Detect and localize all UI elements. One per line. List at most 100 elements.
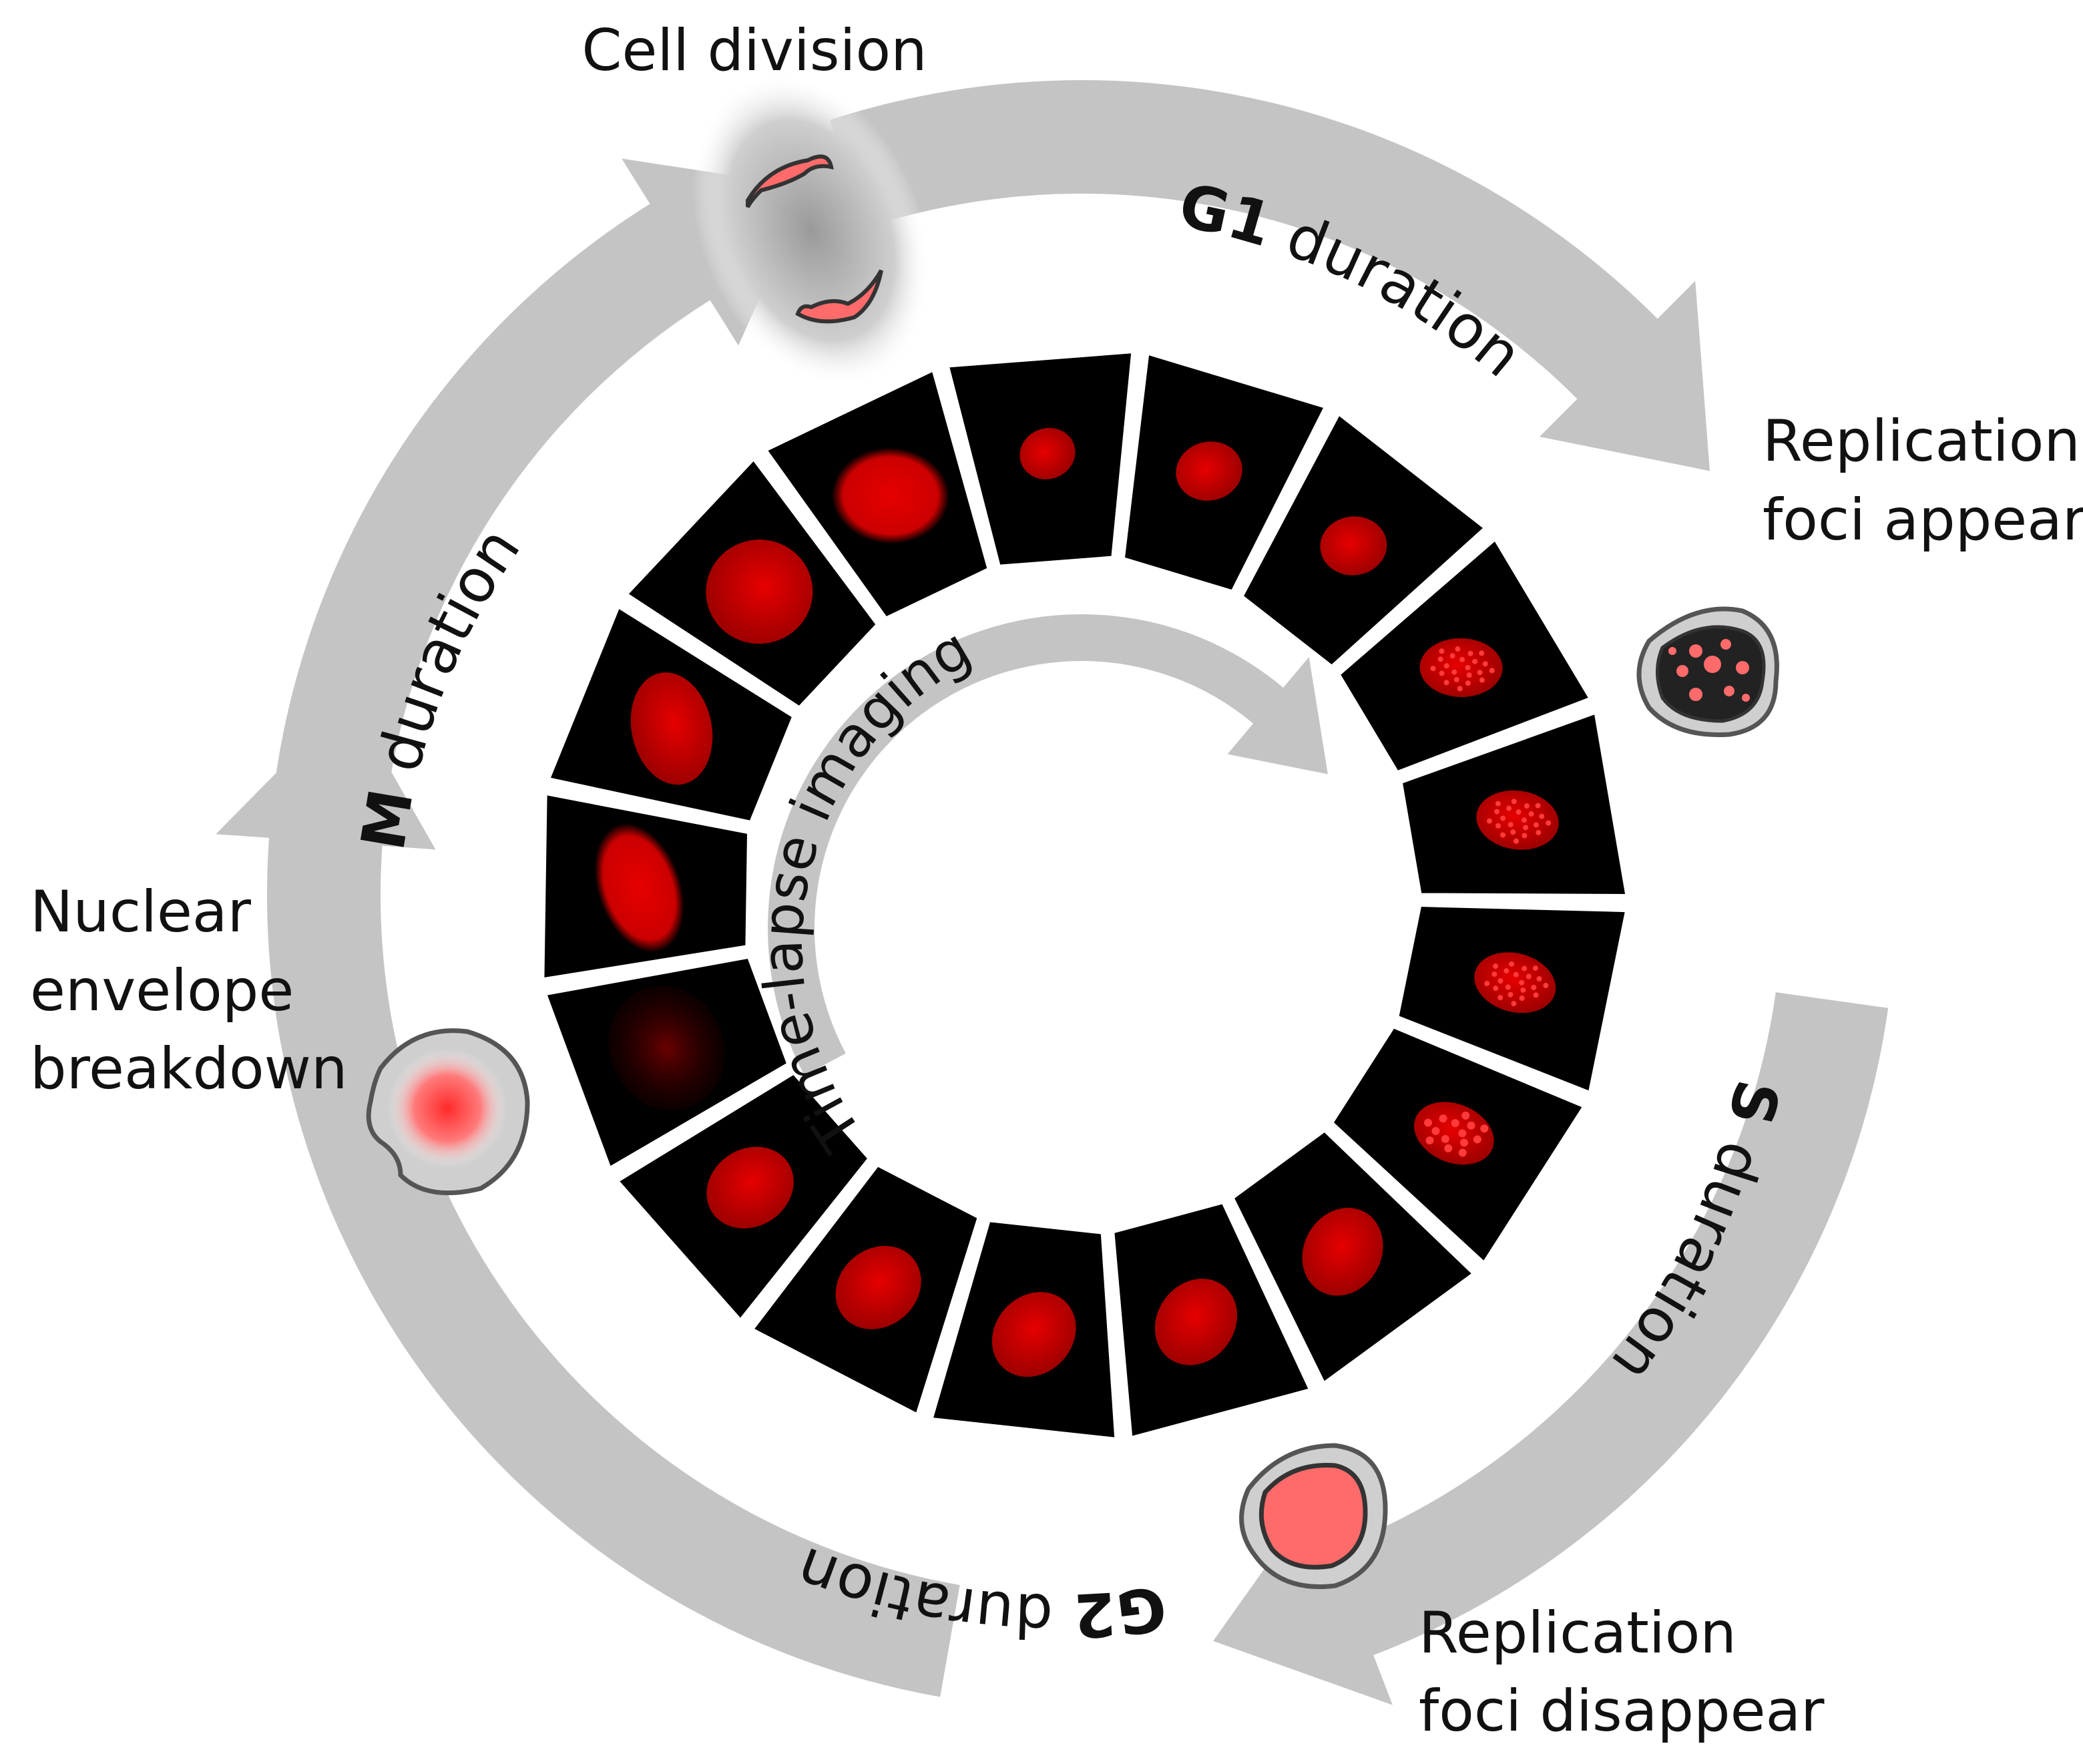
nucleus bbox=[1302, 1207, 1383, 1296]
replication-focus bbox=[1543, 983, 1549, 989]
replication-focus bbox=[1441, 1134, 1449, 1143]
replication-focus bbox=[1536, 976, 1542, 982]
replication-focus bbox=[1523, 825, 1529, 831]
replication-focus bbox=[1459, 656, 1465, 662]
time-lapse-frame bbox=[1395, 705, 1633, 901]
time-lapse-frame bbox=[537, 787, 754, 985]
replication-focus bbox=[1439, 670, 1445, 676]
nuclear-envelope-label-line1: Nuclear bbox=[30, 879, 252, 945]
S-arrow bbox=[1213, 992, 1889, 1705]
time-lapse-frame bbox=[541, 599, 800, 829]
time-lapse-arrow bbox=[767, 614, 1328, 1076]
m-arrow bbox=[270, 158, 811, 834]
replication-focus bbox=[1449, 653, 1455, 659]
replication-focus bbox=[1506, 805, 1512, 811]
replication-focus bbox=[1473, 1135, 1481, 1144]
replication-focus bbox=[1508, 822, 1514, 828]
time-lapse-frame bbox=[1118, 347, 1333, 598]
replication-focus bbox=[1519, 979, 1525, 985]
replication-focus bbox=[1479, 677, 1485, 683]
replication-focus bbox=[1532, 965, 1538, 971]
replication-focus bbox=[1491, 971, 1497, 977]
replication-focus bbox=[1465, 680, 1471, 686]
replication-foci-appear-label-line2: foci appear bbox=[1763, 487, 2083, 554]
replication-focus bbox=[1444, 1144, 1453, 1152]
replication-focus bbox=[1437, 656, 1443, 662]
replication-focus bbox=[1497, 978, 1503, 984]
replication-focus bbox=[1495, 823, 1501, 829]
replication-focus bbox=[1455, 646, 1461, 652]
phase-arrows bbox=[216, 80, 1889, 1705]
replication-focus bbox=[1461, 1111, 1470, 1120]
nucleus bbox=[991, 1292, 1076, 1377]
replication-focus bbox=[1497, 995, 1503, 1001]
time-lapse-frame bbox=[618, 451, 885, 714]
time-lapse-frame bbox=[1391, 899, 1633, 1100]
replication-foci-disappear-label-line2: foci disappear bbox=[1419, 1678, 1825, 1745]
replication-focus bbox=[1489, 668, 1495, 674]
replication-focus bbox=[1522, 833, 1528, 839]
replication-focus bbox=[1519, 995, 1525, 1001]
time-lapse-frame bbox=[1332, 531, 1598, 779]
nucleus bbox=[630, 672, 713, 785]
replication-focus bbox=[1443, 680, 1449, 686]
nuclear-envelope-label-line2: envelope bbox=[30, 957, 294, 1024]
replication-focus bbox=[1509, 961, 1515, 967]
time-lapse-arrow-shape bbox=[767, 614, 1328, 1076]
time-lapse-frame bbox=[758, 363, 995, 625]
replication-focus bbox=[1520, 987, 1526, 993]
replication-focus bbox=[1526, 973, 1532, 979]
nucleus bbox=[1176, 441, 1242, 501]
replication-focus bbox=[1472, 658, 1478, 664]
g1-arrow bbox=[829, 80, 1710, 471]
time-lapse-frame bbox=[941, 346, 1139, 572]
nucleus bbox=[594, 823, 684, 953]
nucleus bbox=[608, 985, 725, 1110]
replication-focus bbox=[1533, 992, 1539, 998]
time-lapse-frame bbox=[1226, 1124, 1482, 1391]
replication-focus bbox=[1508, 991, 1514, 998]
time-lapse-frame bbox=[1325, 1020, 1592, 1271]
replication-focus bbox=[1499, 832, 1506, 838]
replication-focus bbox=[1430, 666, 1436, 672]
replication-focus bbox=[1510, 829, 1516, 835]
replication-focus bbox=[1511, 799, 1517, 805]
replication-focus bbox=[1511, 1001, 1517, 1007]
replication-focus bbox=[1493, 985, 1499, 991]
replication-focus bbox=[1531, 984, 1537, 990]
time-lapse-frame bbox=[1235, 406, 1493, 674]
replication-focus bbox=[1466, 672, 1472, 678]
no-foci-cell-icon bbox=[1239, 1443, 1388, 1590]
replication-focus bbox=[1484, 981, 1490, 987]
cell-division-label: Cell division bbox=[582, 17, 927, 84]
envelope-breakdown-cell-icon bbox=[366, 1028, 530, 1196]
time-lapse-frame bbox=[925, 1215, 1122, 1445]
replication-focus bbox=[1503, 968, 1510, 974]
nucleus bbox=[831, 447, 949, 544]
nucleus bbox=[1154, 1279, 1238, 1365]
replication-focus bbox=[1493, 963, 1499, 969]
replication-focus bbox=[1425, 1136, 1434, 1145]
replication-focus bbox=[1480, 1124, 1489, 1133]
replication-focus bbox=[1443, 663, 1449, 669]
nucleus bbox=[706, 539, 813, 644]
replication-foci-appear-label-line1: Replication bbox=[1763, 408, 2080, 475]
replication-focus bbox=[1535, 803, 1541, 809]
nucleus bbox=[1320, 516, 1387, 576]
replication-focus bbox=[1439, 1114, 1447, 1123]
replication-focus bbox=[1533, 822, 1539, 828]
nucleus bbox=[1019, 427, 1076, 479]
replication-focus bbox=[1539, 813, 1545, 819]
time-lapse-ring bbox=[537, 346, 1633, 1445]
replication-focus bbox=[1521, 817, 1527, 823]
replication-focus bbox=[1465, 664, 1471, 670]
replication-focus bbox=[1459, 1138, 1468, 1147]
time-lapse-frame bbox=[744, 1158, 985, 1422]
nucleus bbox=[706, 1146, 794, 1229]
replication-focus bbox=[1536, 829, 1542, 835]
replication-focus bbox=[1513, 971, 1519, 977]
time-lapse-frame bbox=[1107, 1196, 1318, 1445]
replication-focus bbox=[1431, 1126, 1440, 1135]
